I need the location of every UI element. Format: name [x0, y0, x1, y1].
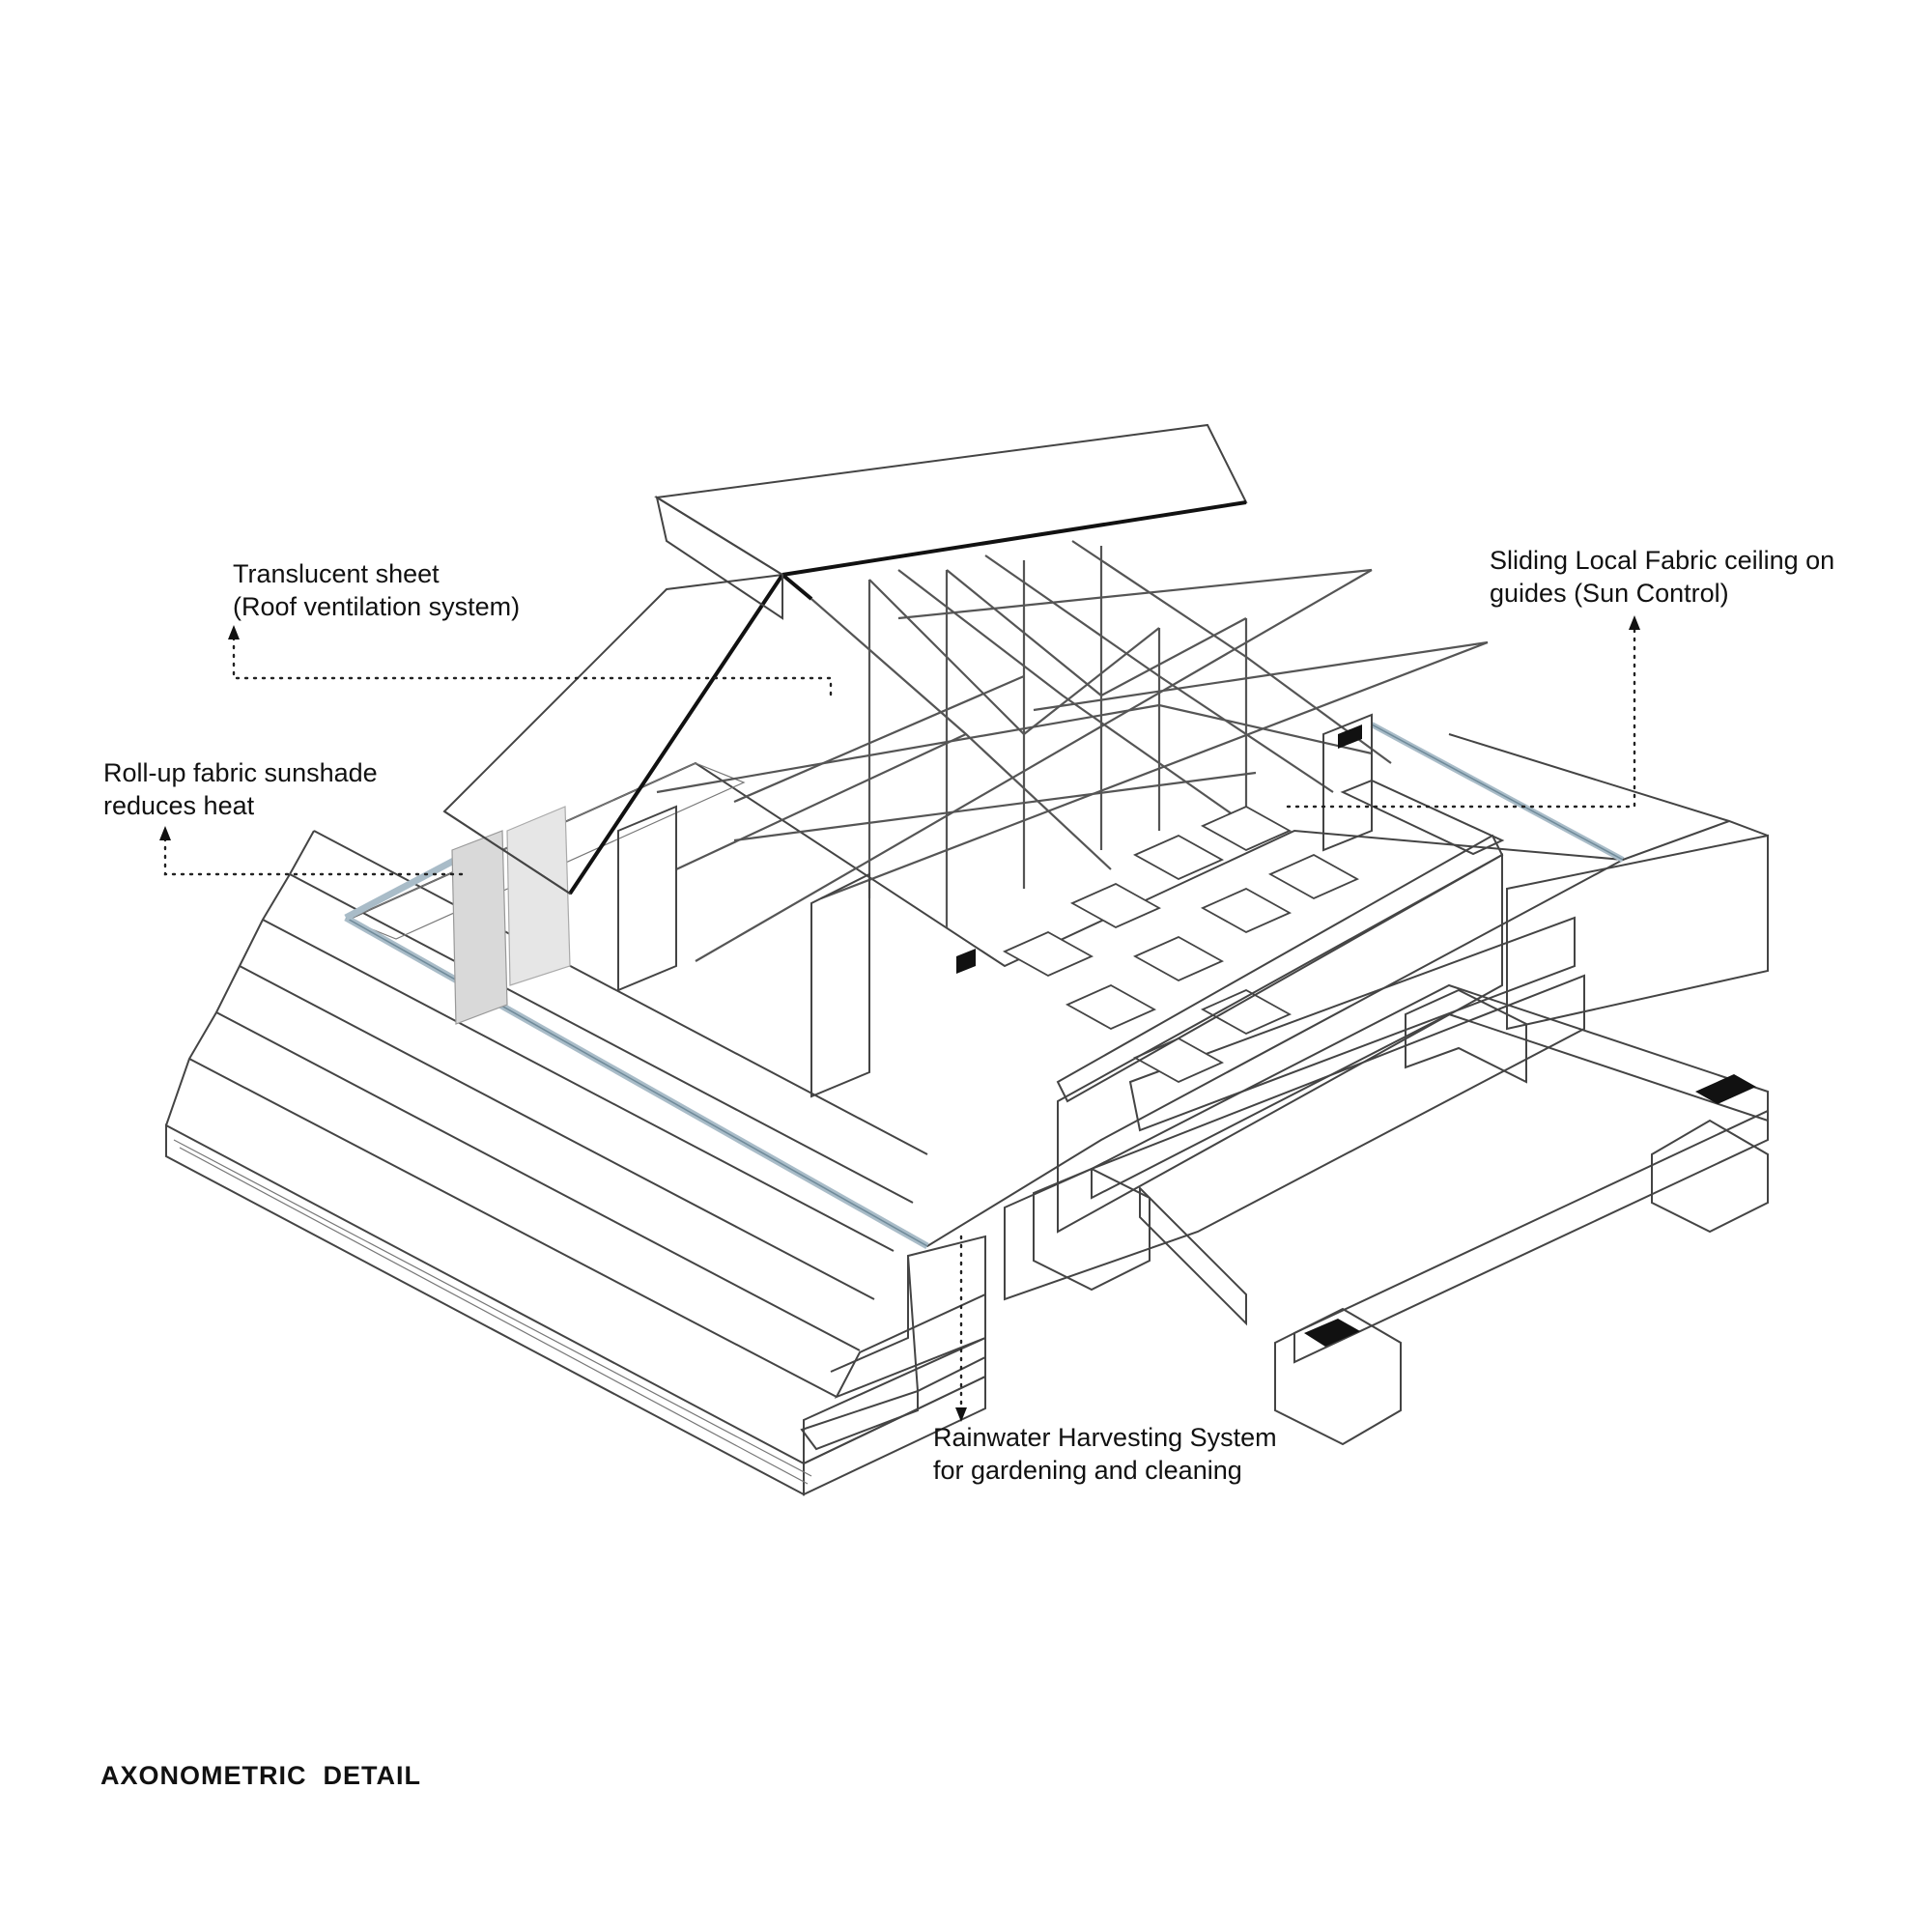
leader-lines [159, 615, 1640, 1422]
translucent-sheet-label: Translucent sheet (Roof ventilation syst… [233, 559, 521, 621]
sliding-ceiling-label: Sliding Local Fabric ceiling on guides (… [1490, 546, 1835, 608]
rollup-sunshade [451, 806, 571, 1025]
rainwater-channel [800, 1235, 986, 1451]
louvered-partition [956, 724, 1505, 1234]
interior-walls [617, 713, 1373, 1098]
stepped-plinth [165, 830, 986, 1496]
rollup-sunshade-label: Roll-up fabric sunshade reduces heat [103, 758, 378, 820]
upper-roof [654, 423, 1248, 620]
drawing-title: AXONOMETRIC DETAIL [100, 1761, 421, 1790]
rainwater-harvesting-label: Rainwater Harvesting System for gardenin… [933, 1423, 1277, 1485]
timber-frame [656, 540, 1489, 962]
desks [1002, 805, 1360, 1084]
foundation-beams [1033, 983, 1769, 1446]
glass-rails [344, 722, 1625, 1250]
